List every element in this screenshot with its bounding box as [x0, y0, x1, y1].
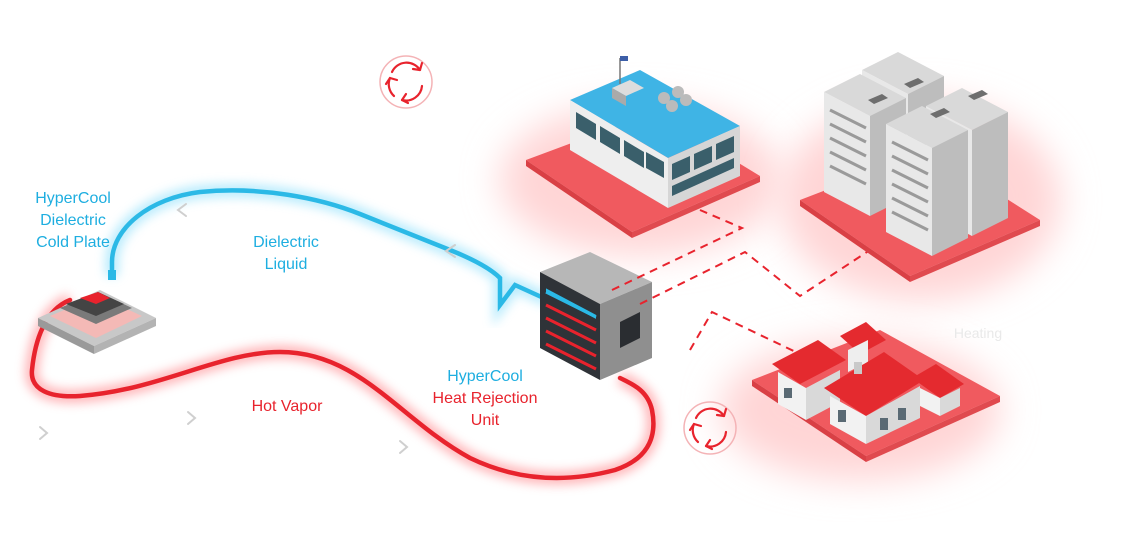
flow-arrow-icon: [39, 426, 49, 440]
heating-label: Heating: [953, 325, 1003, 341]
heat-rejection-unit-label-line: Heat Rejection: [432, 390, 538, 407]
cold-plate-label-line: Dielectric: [40, 212, 106, 229]
heat-rejection-unit-label-line: Unit: [470, 412, 500, 429]
heat-rejection-unit-label-line: HyperCool: [447, 368, 523, 385]
cold-plate-label-line: Cold Plate: [36, 234, 110, 251]
dielectric-liquid-label: Dielectric Liquid: [228, 232, 344, 276]
recycle-icon: [379, 55, 433, 109]
dielectric-liquid-line: [105, 183, 551, 326]
heat-distribution-lines: [611, 209, 871, 355]
flow-arrow-icon: [187, 411, 197, 425]
dielectric-liquid-label-line: Liquid: [264, 256, 308, 273]
heat-rejection-unit-label: HyperCool Heat Rejection Unit: [410, 366, 560, 432]
cold-plate: [38, 270, 156, 354]
hot-vapor-line: [24, 293, 661, 485]
flow-arrow-icon: [444, 244, 456, 258]
flow-arrow-icon: [176, 203, 187, 217]
recycle-icon: [683, 401, 737, 455]
dielectric-liquid-label-line: Dielectric: [253, 234, 319, 251]
cold-plate-label: HyperCool Dielectric Cold Plate: [18, 188, 128, 254]
hot-vapor-label: Hot Vapor: [251, 398, 323, 415]
flow-arrows: [39, 203, 456, 454]
heat-rejection-unit: [540, 252, 652, 380]
school-building: [526, 56, 760, 238]
flow-arrow-icon: [399, 440, 409, 454]
cold-plate-label-line: HyperCool: [35, 190, 111, 207]
office-towers: [800, 52, 1040, 282]
houses: [752, 322, 1000, 462]
